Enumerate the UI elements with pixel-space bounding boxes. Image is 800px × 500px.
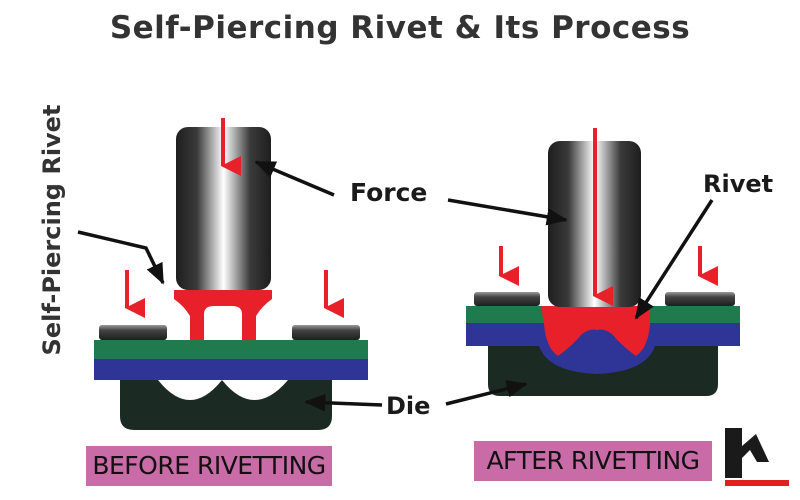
before-diagram: [77, 118, 368, 430]
label-force: Force: [350, 178, 428, 207]
caption-before-rivetting: BEFORE RIVETTING: [86, 446, 332, 486]
after-clamp-pad-right: [665, 292, 735, 306]
before-die-cavity: [158, 380, 288, 400]
after-rivet: [541, 306, 650, 356]
pointer-force-to-before-punch: [254, 160, 335, 197]
label-rivet: Rivet: [703, 170, 774, 198]
before-bottom-sheet: [94, 359, 368, 380]
pointer-die-before: [304, 394, 383, 412]
label-die: Die: [386, 392, 431, 420]
before-clamp-pad-left: [99, 325, 167, 340]
before-punch: [176, 127, 271, 290]
after-bottom-sheet: [466, 323, 740, 374]
pointer-force-to-after-punch: [447, 198, 568, 226]
caption-after-rivetting: AFTER RIVETTING: [474, 441, 712, 481]
pointer-rivet: [634, 199, 714, 320]
after-diagram: [466, 128, 740, 396]
before-top-sheet: [94, 340, 368, 359]
page-title: Self-Piercing Rivet & Its Process: [109, 10, 691, 46]
before-die: [120, 380, 332, 430]
brand-logo-icon: [725, 428, 789, 486]
after-clamp-pad-left: [474, 292, 540, 306]
before-rivet: [174, 290, 272, 340]
pointer-self-piercing-rivet: [77, 230, 165, 285]
before-clamp-pad-right: [292, 325, 360, 340]
pointer-die-after: [445, 380, 528, 406]
